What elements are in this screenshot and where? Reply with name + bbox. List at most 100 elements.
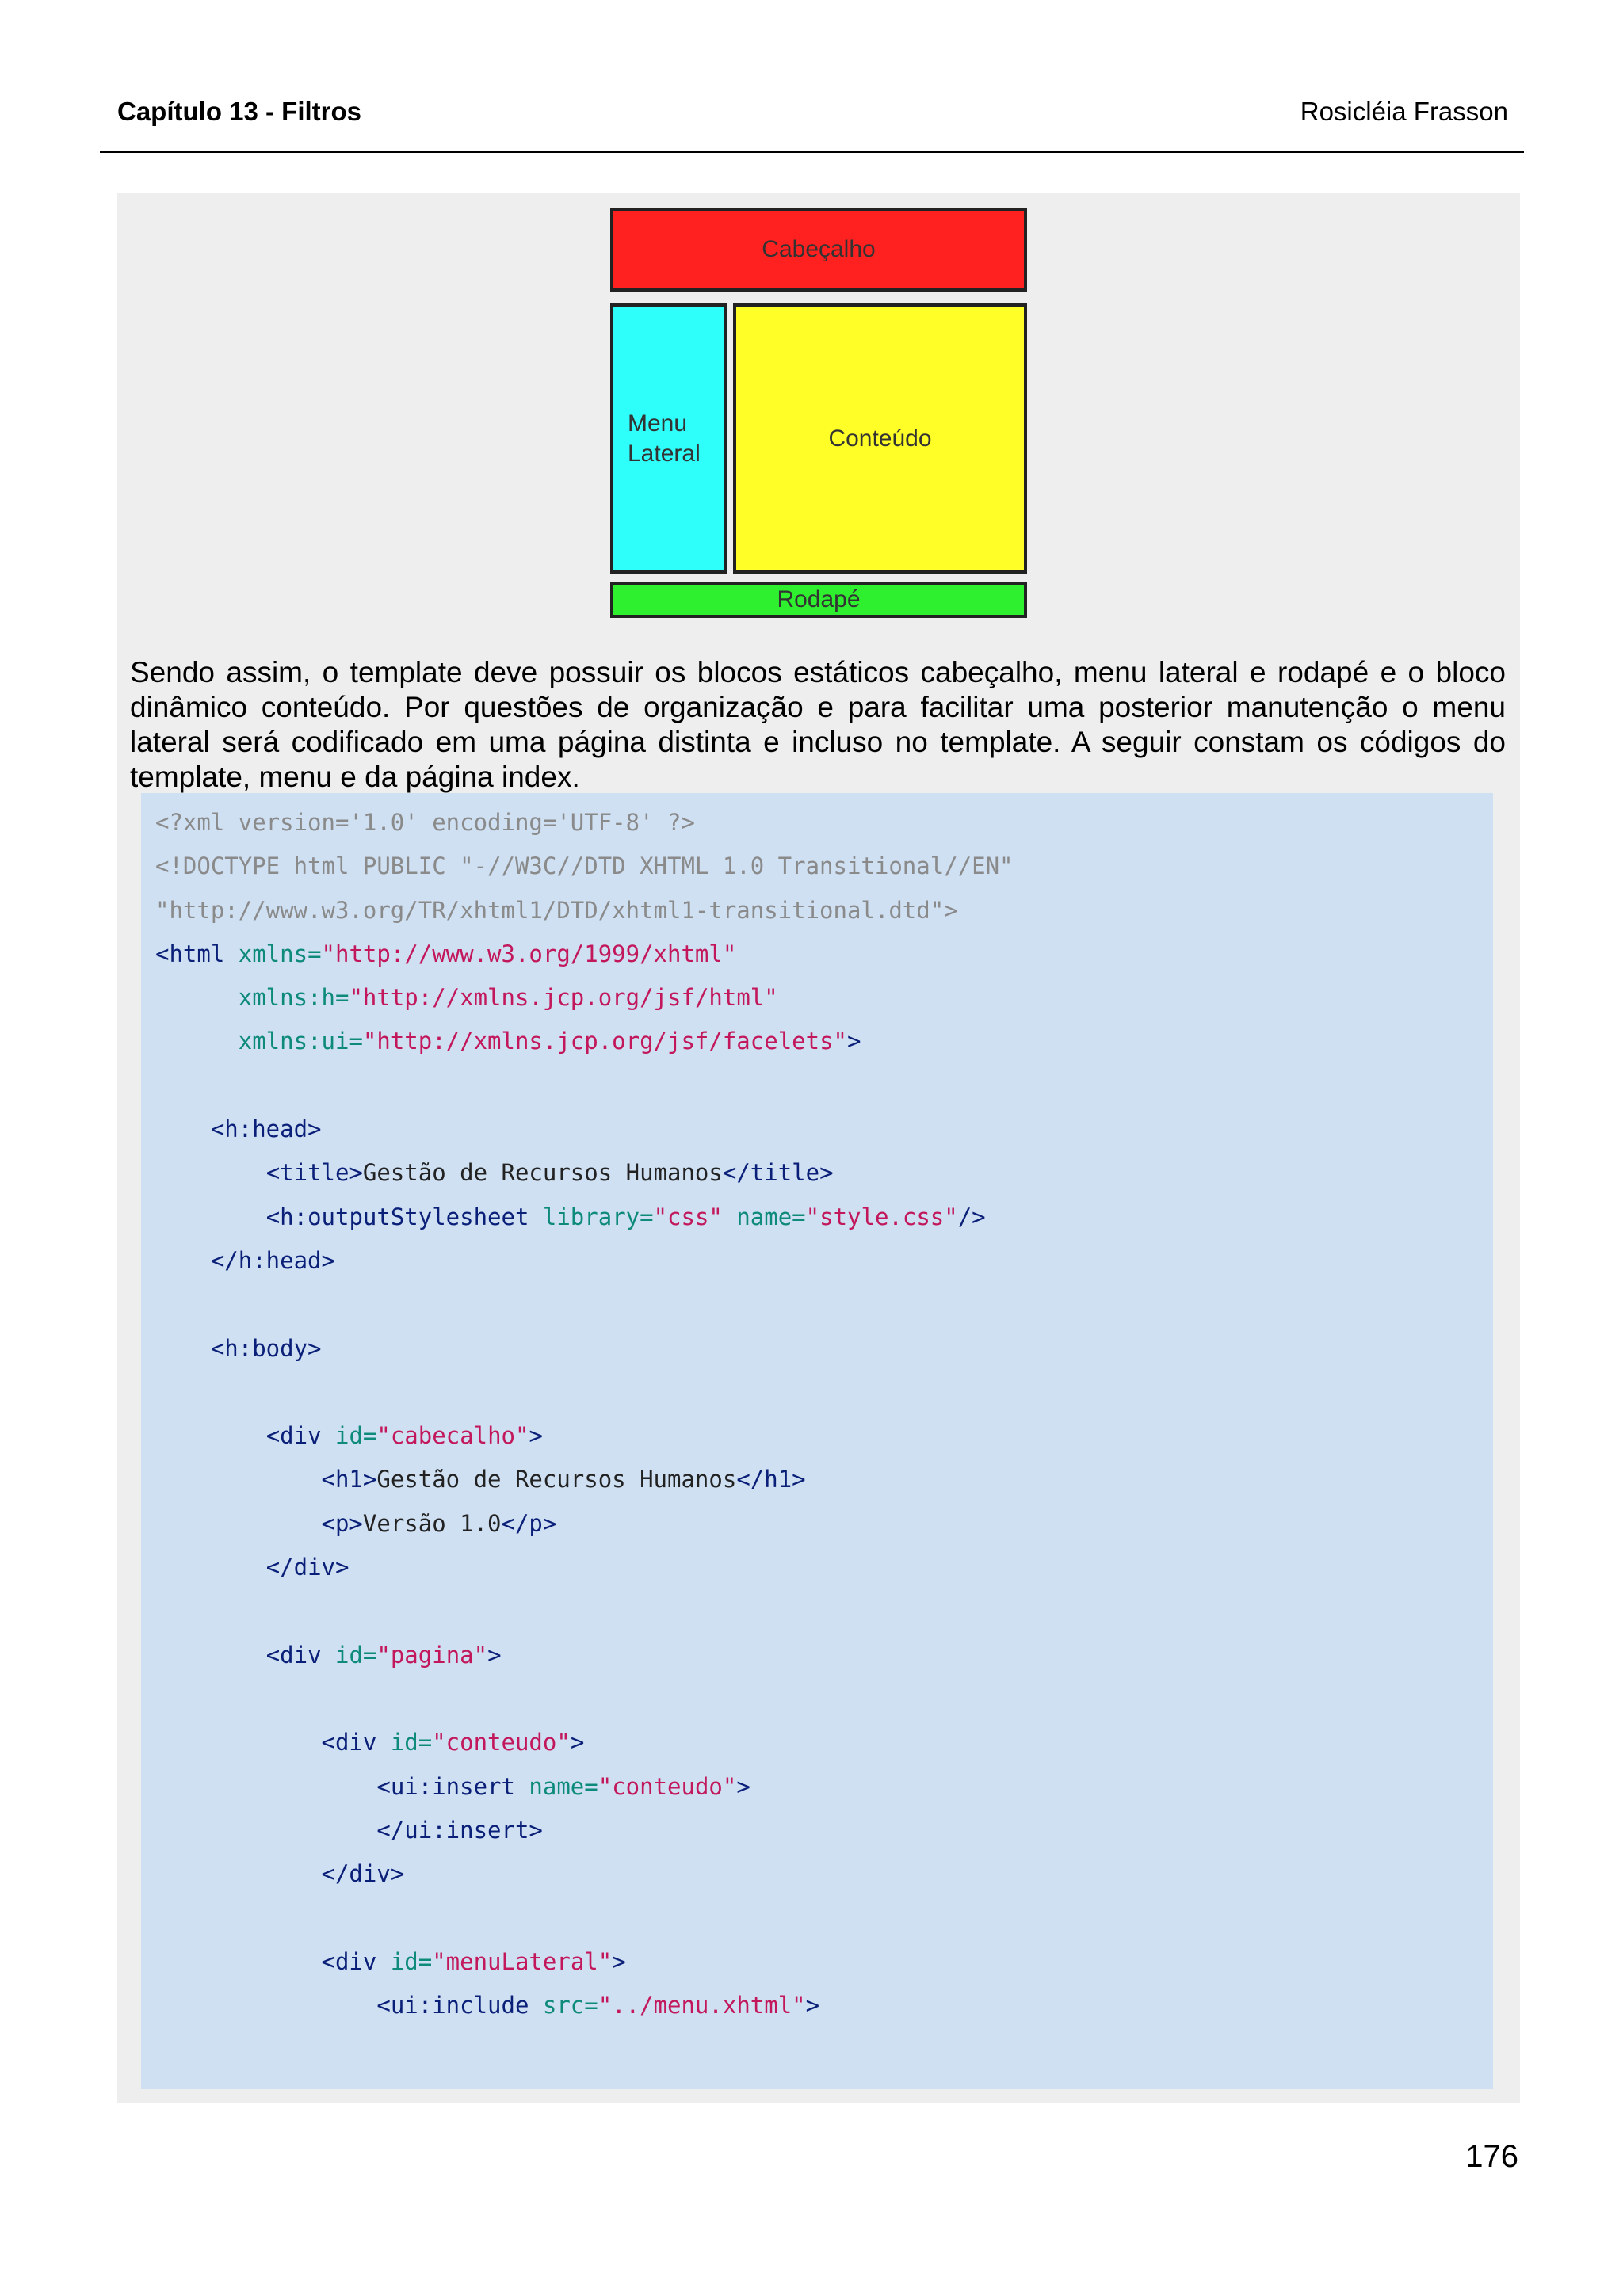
chapter-title: Capítulo 13 - Filtros	[117, 97, 362, 126]
diagram-footer-label: Rodapé	[777, 586, 861, 612]
code-token: <!DOCTYPE html PUBLIC "-//W3C//DTD XHTML…	[155, 852, 1014, 880]
diagram-content-block: Conteúdo	[733, 303, 1027, 574]
code-line	[155, 1677, 1014, 1721]
code-token: "pagina"	[376, 1641, 488, 1669]
code-token: <h:body>	[210, 1334, 322, 1362]
code-token	[155, 1948, 322, 1975]
code-token: <div	[321, 1729, 391, 1756]
code-token: </h:head>	[210, 1246, 335, 1274]
code-token: "conteudo"	[598, 1772, 737, 1800]
code-token: id=	[335, 1641, 377, 1669]
code-token: xmlns=	[238, 940, 322, 967]
code-token: >	[570, 1729, 585, 1756]
code-line: <ui:include src="../menu.xhtml">	[155, 1984, 1014, 2027]
code-token: "../menu.xhtml"	[598, 1992, 806, 2019]
code-token: >	[529, 1422, 543, 1450]
code-token: Gestão de Recursos Humanos	[376, 1466, 737, 1493]
code-token	[155, 1554, 266, 1581]
code-token: "css"	[653, 1203, 737, 1230]
code-token: "http://www.w3.org/1999/xhtml"	[321, 940, 737, 967]
code-token: id=	[390, 1947, 433, 1975]
code-token	[155, 1729, 322, 1756]
diagram-menu-label-line1: Menu	[628, 410, 688, 437]
code-token: </div>	[321, 1860, 405, 1888]
code-token: id=	[335, 1422, 377, 1450]
code-line: <?xml version='1.0' encoding='UTF-8' ?>	[155, 801, 1014, 845]
diagram-header-label: Cabeçalho	[762, 236, 876, 262]
diagram-content-label: Conteúdo	[828, 425, 932, 452]
code-token: >	[487, 1641, 502, 1669]
code-line: xmlns:h="http://xmlns.jcp.org/jsf/html"	[155, 976, 1014, 1020]
code-line: <div id="conteudo">	[155, 1721, 1014, 1764]
code-token: <div	[265, 1641, 335, 1669]
code-line: <title>Gestão de Recursos Humanos</title…	[155, 1151, 1014, 1195]
code-token: name=	[529, 1772, 598, 1800]
code-token	[155, 1466, 322, 1493]
code-line: "http://www.w3.org/TR/xhtml1/DTD/xhtml1-…	[155, 889, 1014, 933]
code-token	[155, 1860, 322, 1887]
code-token: src=	[542, 1992, 598, 2019]
diagram-menu-label: Menu Lateral	[628, 409, 701, 469]
code-token: library=	[542, 1203, 654, 1230]
header-rule	[100, 151, 1524, 153]
code-token: </p>	[501, 1509, 557, 1537]
code-token: </div>	[265, 1554, 349, 1581]
code-line: <div id="pagina">	[155, 1634, 1014, 1677]
code-token	[155, 1028, 239, 1055]
code-token	[155, 1773, 376, 1800]
code-line: <h:body>	[155, 1327, 1014, 1371]
code-line: </div>	[155, 1546, 1014, 1589]
layout-diagram: Cabeçalho Menu Lateral Conteúdo Rodapé	[0, 0, 1623, 634]
code-token	[155, 1992, 376, 2019]
code-token: <h:head>	[210, 1116, 322, 1143]
code-token: <div	[321, 1947, 391, 1975]
code-token: >	[847, 1028, 861, 1055]
diagram-footer-block: Rodapé	[610, 582, 1027, 618]
page-number: 176	[1465, 2139, 1518, 2174]
code-token: id=	[390, 1729, 433, 1756]
code-line: <h1>Gestão de Recursos Humanos</h1>	[155, 1458, 1014, 1501]
code-token: >	[612, 1947, 626, 1975]
code-token: <p>	[321, 1509, 363, 1537]
code-token: >	[736, 1772, 750, 1800]
code-token: </ui:insert>	[376, 1816, 543, 1844]
code-token	[155, 1159, 266, 1186]
code-token: <?xml version='1.0' encoding='UTF-8' ?>	[155, 809, 695, 836]
diagram-menu-block: Menu Lateral	[610, 303, 727, 574]
code-token	[155, 1510, 322, 1537]
code-token	[155, 984, 239, 1011]
code-line: </div>	[155, 1852, 1014, 1896]
code-token: <h1>	[321, 1466, 377, 1493]
code-token: xmlns:h=	[238, 984, 349, 1012]
code-token: xmlns:ui=	[238, 1028, 363, 1055]
code-line: <h:outputStylesheet library="css" name="…	[155, 1196, 1014, 1239]
code-lines: <?xml version='1.0' encoding='UTF-8' ?> <…	[155, 801, 1014, 2027]
code-token: <html	[155, 940, 239, 967]
code-token	[155, 1203, 266, 1230]
code-block: <?xml version='1.0' encoding='UTF-8' ?> <…	[141, 793, 1493, 2089]
code-token: </h1>	[736, 1466, 806, 1493]
code-line	[155, 1064, 1014, 1108]
code-line	[155, 1371, 1014, 1414]
code-line	[155, 1896, 1014, 1939]
code-token: "conteudo"	[432, 1729, 571, 1756]
code-token: "http://www.w3.org/TR/xhtml1/DTD/xhtml1-…	[155, 896, 958, 924]
code-token: "cabecalho"	[376, 1422, 529, 1450]
code-token: "style.css"	[805, 1203, 958, 1230]
code-token: Versão 1.0	[362, 1509, 502, 1537]
code-line	[155, 1589, 1014, 1633]
code-token: <ui:include	[376, 1992, 543, 2019]
code-token	[155, 1247, 211, 1274]
code-line	[155, 1283, 1014, 1326]
code-token	[155, 1817, 376, 1844]
code-token: <div	[265, 1422, 335, 1450]
code-token	[155, 1422, 266, 1449]
code-token: </title>	[722, 1159, 834, 1187]
code-line: </h:head>	[155, 1239, 1014, 1283]
code-line: <h:head>	[155, 1108, 1014, 1151]
code-line: </ui:insert>	[155, 1809, 1014, 1852]
code-line: <ui:insert name="conteudo">	[155, 1765, 1014, 1809]
code-token: <ui:insert	[376, 1772, 529, 1800]
code-token: Gestão de Recursos Humanos	[362, 1159, 723, 1187]
intro-paragraph: Sendo assim, o template deve possuir os …	[130, 656, 1506, 793]
